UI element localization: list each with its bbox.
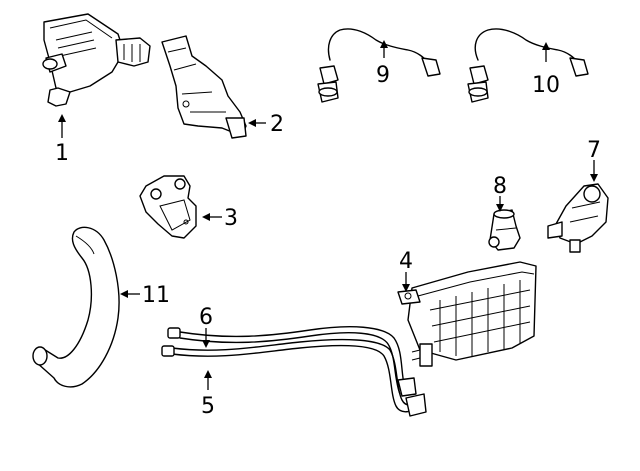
part-2-bracket bbox=[161, 35, 247, 139]
part-5-vapor-line bbox=[161, 338, 427, 417]
part-7-valve bbox=[547, 183, 609, 253]
callout-8: 8 bbox=[493, 174, 507, 199]
callout-3: 3 bbox=[224, 206, 238, 231]
callout-9: 9 bbox=[376, 63, 390, 88]
part-6-purge-line bbox=[167, 326, 417, 397]
part-1-purge-valve bbox=[42, 13, 151, 107]
part-3-sensor-flange bbox=[139, 175, 197, 239]
callout-2: 2 bbox=[270, 112, 284, 137]
callout-4: 4 bbox=[399, 249, 413, 274]
part-11-hose bbox=[32, 226, 120, 388]
part-4-charcoal-canister bbox=[397, 261, 537, 367]
part-8-solenoid bbox=[488, 209, 521, 251]
callout-10: 10 bbox=[532, 73, 560, 98]
callout-5: 5 bbox=[201, 394, 215, 419]
callout-6: 6 bbox=[199, 305, 213, 330]
part-10-oxygen-sensor bbox=[467, 28, 589, 103]
callout-11: 11 bbox=[142, 283, 170, 308]
callout-1: 1 bbox=[55, 141, 69, 166]
callout-7: 7 bbox=[587, 138, 601, 163]
part-9-oxygen-sensor bbox=[317, 28, 441, 103]
callout-leaders bbox=[58, 40, 598, 390]
